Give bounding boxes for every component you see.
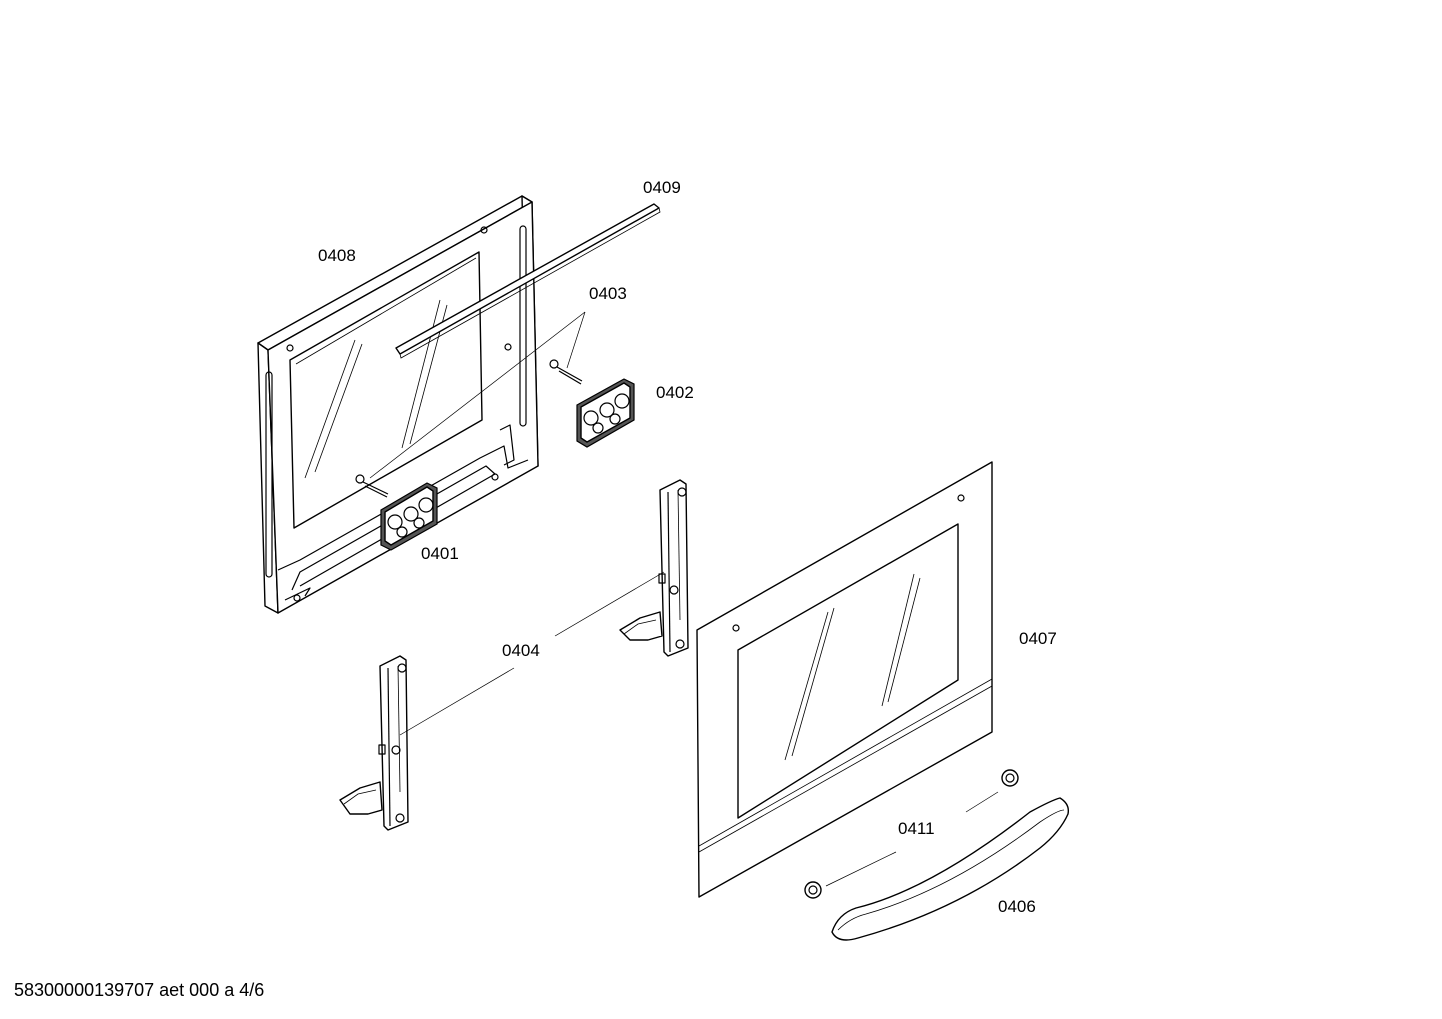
part-0409-seal-strip[interactable] [395, 203, 661, 359]
label-0407: 0407 [1019, 629, 1057, 648]
part-0407-outer-door-glass[interactable] [696, 461, 993, 898]
part-0403-screw-upper[interactable] [549, 359, 583, 385]
label-0403: 0403 [589, 284, 627, 303]
label-0404: 0404 [502, 641, 540, 660]
label-0406: 0406 [998, 897, 1036, 916]
label-0401: 0401 [421, 544, 459, 563]
part-0411-end-cap-left[interactable] [804, 881, 822, 899]
part-0404-hinge-upper[interactable] [619, 479, 689, 657]
label-0408: 0408 [318, 246, 356, 265]
part-0404-hinge-lower[interactable] [339, 655, 409, 831]
label-0409: 0409 [643, 178, 681, 197]
part-0408-inner-door-panel[interactable] [257, 195, 539, 614]
label-0402: 0402 [656, 383, 694, 402]
label-0411: 0411 [898, 819, 935, 838]
part-0403-screw-lower[interactable] [355, 474, 389, 498]
part-0402-bracket-plate[interactable] [576, 378, 635, 448]
part-0401-bracket-plate[interactable] [380, 482, 438, 551]
part-0406-door-handle[interactable] [831, 797, 1070, 941]
document-id-footer: 58300000139707 aet 000 a 4/6 [14, 980, 265, 1000]
leader-lines [369, 311, 999, 887]
part-0411-end-cap-right[interactable] [1001, 769, 1019, 787]
